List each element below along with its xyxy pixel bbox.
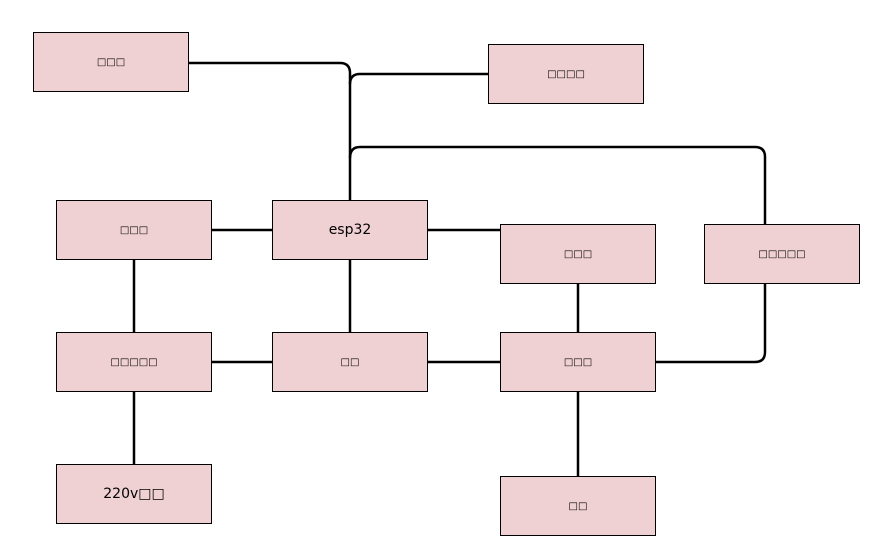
connector-top-right-to-bus [348,72,488,85]
node-row3-left: □□□□□ [56,332,212,392]
node-top-right: □□□□ [488,44,644,104]
node-far-right: □□□□□ [704,224,860,284]
node-bottom-right: □□ [500,476,656,536]
node-row3-center: □□ [272,332,428,392]
node-mid-left: □□□ [56,200,212,260]
node-mid-right: □□□ [500,224,656,284]
node-bottom-left: 220v□□ [56,464,212,524]
node-esp32: esp32 [272,200,428,260]
node-top-left: □□□ [33,32,189,92]
connector-far-right-to-row3-right [656,284,767,364]
node-row3-right: □□□ [500,332,656,392]
connector-bus-to-far-right [348,145,767,225]
connector-top-left-to-bus [188,61,352,200]
